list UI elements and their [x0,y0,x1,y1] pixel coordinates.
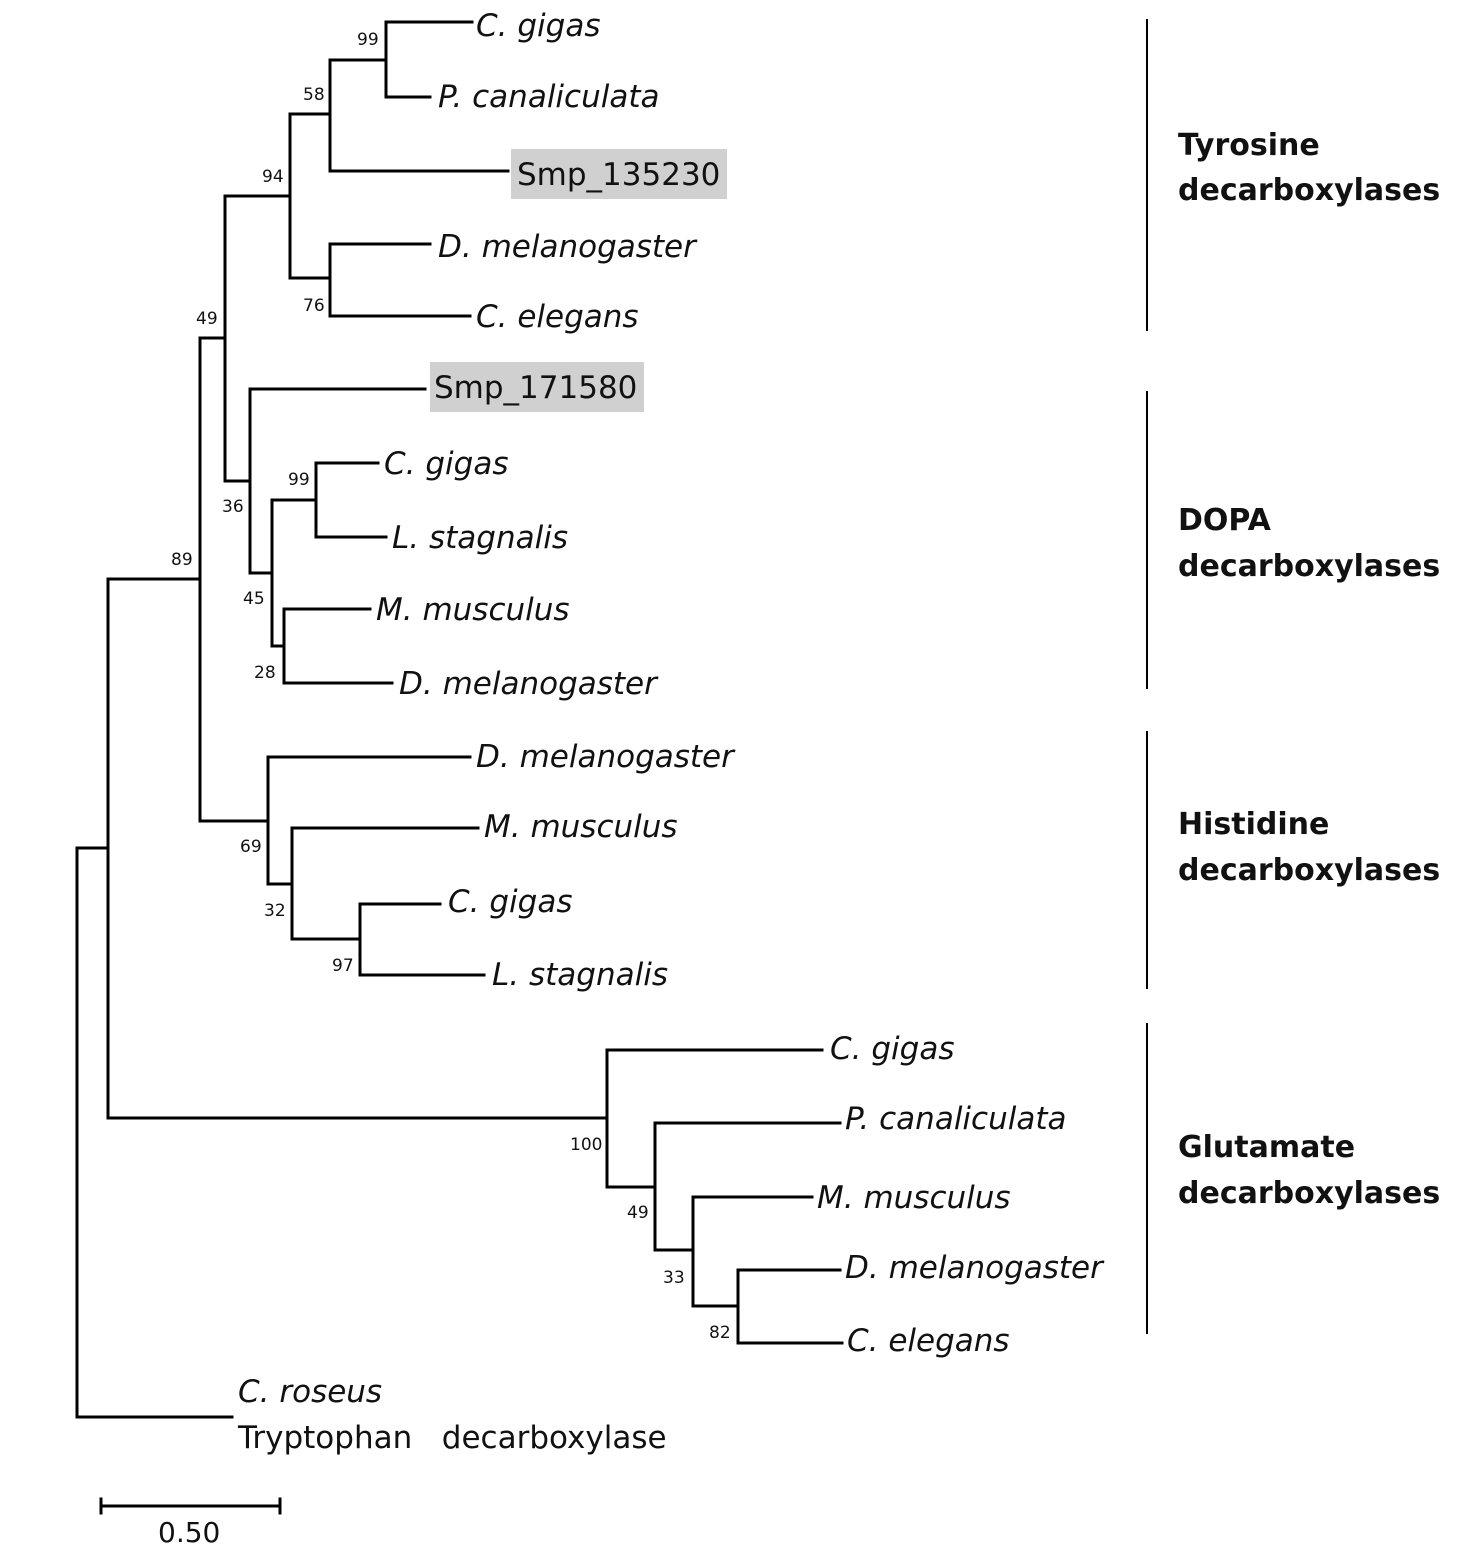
bootstrap-value: 100 [570,1135,602,1155]
group-label: decarboxylases [1178,173,1440,208]
tree-branches [75,20,844,1419]
bootstrap-value: 49 [627,1203,649,1223]
leaf-label: C. gigas [448,884,572,920]
bootstrap-value: 58 [303,85,325,105]
leaf-label-highlighted: Smp_171580 [434,370,637,406]
group-label: Histidine [1178,807,1329,842]
bootstrap-value: 99 [357,30,379,50]
leaf-label: M. musculus [484,809,678,845]
bootstrap-value: 99 [288,470,310,490]
bootstrap-value: 32 [264,901,286,921]
leaf-label: D. melanogaster [438,229,698,265]
leaf-label: C. elegans [847,1323,1010,1359]
leaf-label: D. melanogaster [845,1250,1105,1286]
leaf-label: L. stagnalis [392,520,568,556]
bootstrap-value: 69 [240,837,262,857]
highlight-box-smp-171580 [430,362,644,412]
bootstrap-value: 33 [663,1268,685,1288]
bootstrap-value: 94 [262,167,284,187]
leaf-label: P. canaliculata [845,1101,1067,1137]
bootstrap-value: 76 [303,296,325,316]
highlight-box-smp-135230 [511,149,727,199]
group-label: DOPA [1178,503,1272,538]
group-label: decarboxylases [1178,1176,1440,1211]
leaf-label-highlighted: Smp_135230 [517,157,720,193]
leaf-label: M. musculus [817,1180,1011,1216]
group-label: Tyrosine [1178,128,1320,163]
leaf-label: P. canaliculata [438,79,660,115]
outgroup-subtitle: Tryptophan decarboxylase [237,1420,667,1456]
leaf-label: L. stagnalis [492,957,668,993]
leaf-label: C. gigas [384,446,508,482]
group-label: decarboxylases [1178,549,1440,584]
bootstrap-value: 82 [709,1323,731,1343]
bootstrap-value: 97 [332,956,354,976]
bootstrap-value: 28 [254,663,276,683]
group-label: Glutamate [1178,1130,1355,1165]
bootstrap-value: 49 [196,309,218,329]
leaf-label: M. musculus [376,592,570,628]
leaf-label: C. elegans [476,299,639,335]
bootstrap-value: 36 [222,497,244,517]
bootstrap-value: 89 [171,550,193,570]
group-label: decarboxylases [1178,853,1440,888]
leaf-label: D. melanogaster [399,666,659,702]
leaf-label: C. gigas [476,8,600,44]
leaf-label: D. melanogaster [476,739,736,775]
scale-bar-label: 0.50 [158,1516,220,1549]
bootstrap-value: 45 [243,589,265,609]
leaf-label: C. gigas [830,1031,954,1067]
leaf-label-outgroup: C. roseus [238,1374,382,1410]
